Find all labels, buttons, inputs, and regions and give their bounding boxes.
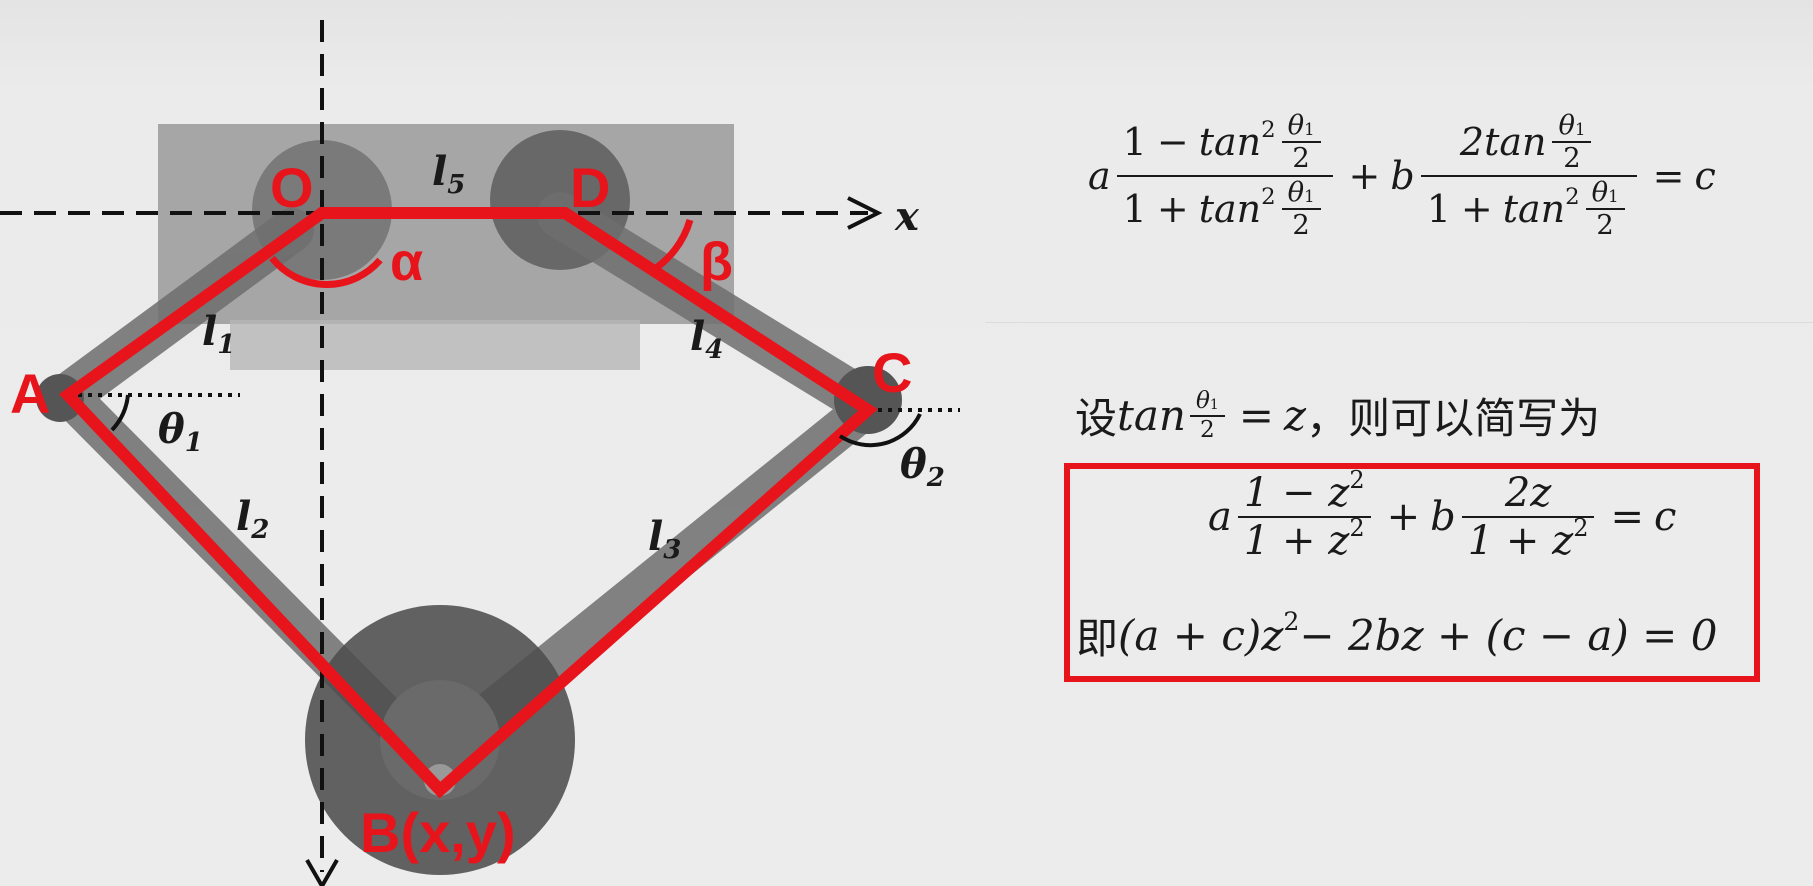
link-label-l2: l2 xyxy=(236,493,269,545)
link-label-l3: l3 xyxy=(648,513,681,565)
axes xyxy=(0,20,883,886)
y-axis-arrowhead xyxy=(305,859,339,886)
link-label-l1: l1 xyxy=(202,308,235,360)
five-bar-linkage-diagram: O D A C B(x,y) α β l5 l1 l4 l2 l3 θ1 θ2 … xyxy=(0,20,960,886)
coef-a: a xyxy=(1088,153,1111,198)
beta-arc xyxy=(648,218,694,275)
angle-label-beta: β xyxy=(700,232,733,292)
link-label-l4: l4 xyxy=(690,313,723,365)
x-axis-label: x xyxy=(894,193,920,240)
x-axis-arrowhead xyxy=(847,196,883,230)
coef-c: c xyxy=(1694,153,1716,198)
point-label-o: O xyxy=(270,156,314,219)
point-label-d: D xyxy=(570,156,610,219)
theta1-arc xyxy=(110,394,130,432)
highlight-box xyxy=(1064,463,1760,682)
angle-label-theta2: θ2 xyxy=(900,441,945,493)
angle-label-alpha: α xyxy=(390,232,423,292)
mount-bracket xyxy=(230,320,640,370)
theta2-arc xyxy=(838,413,922,448)
point-label-a: A xyxy=(10,362,50,425)
angle-label-theta1: θ1 xyxy=(158,406,203,458)
linkage-outline xyxy=(58,207,878,799)
point-label-b: B(x,y) xyxy=(360,801,516,864)
point-label-c: C xyxy=(872,341,912,404)
link-label-l5: l5 xyxy=(432,148,465,200)
section-divider xyxy=(985,322,1813,323)
joint-c-bearing xyxy=(834,366,902,434)
coef-b: b xyxy=(1390,153,1415,198)
reference-lines xyxy=(68,393,960,412)
alpha-arc xyxy=(269,255,383,288)
